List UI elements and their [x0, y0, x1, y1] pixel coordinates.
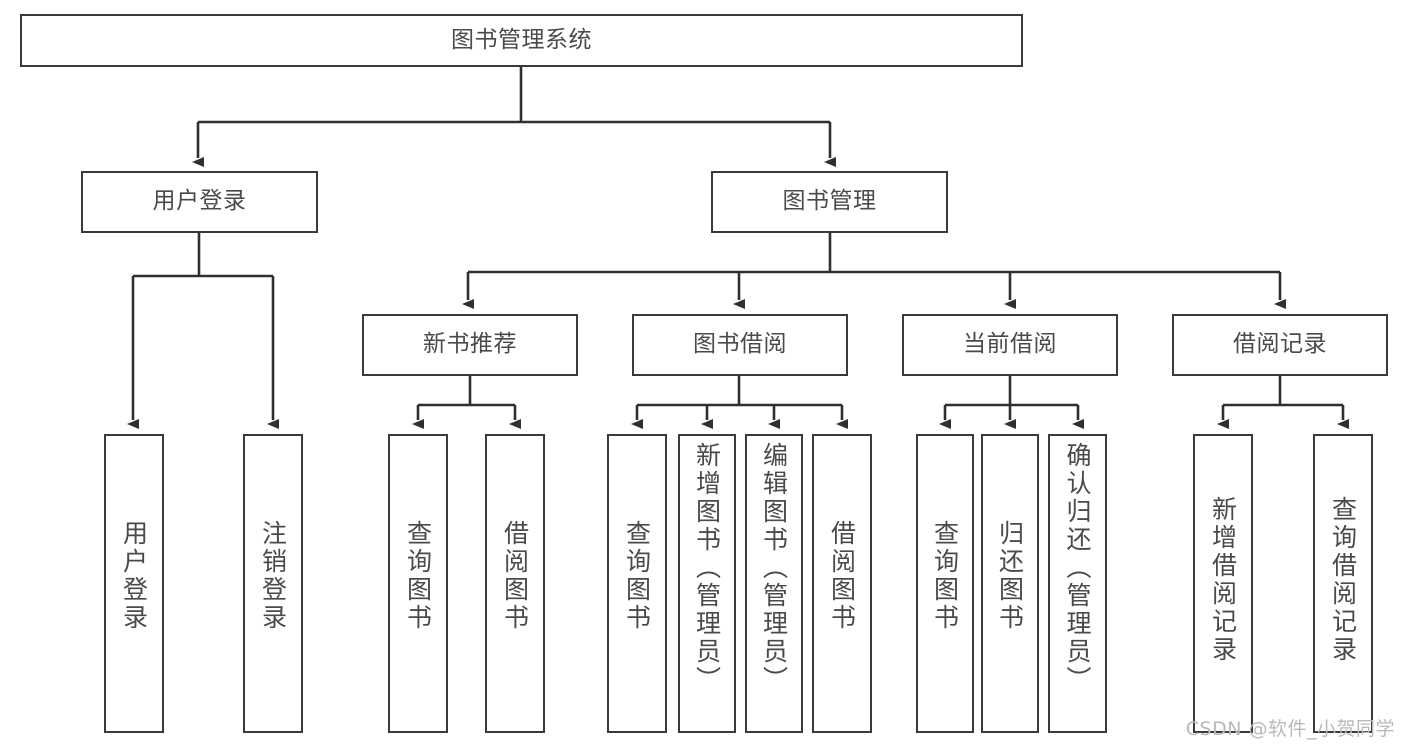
node-leaf-confirm-return-admin-label: 确认归还（管理员）: [1063, 442, 1092, 694]
node-root[interactable]: 图书管理系统: [20, 14, 1023, 67]
node-leaf-borrow-book[interactable]: 借阅图书: [812, 434, 872, 733]
node-leaf-user-login[interactable]: 用户登录: [104, 434, 164, 733]
node-borrow-record-label: 借阅记录: [1233, 331, 1327, 358]
node-leaf-logout[interactable]: 注销登录: [243, 434, 303, 733]
node-book-management[interactable]: 图书管理: [711, 171, 948, 233]
node-leaf-add-book-admin-label: 新增图书（管理员）: [692, 442, 722, 694]
node-new-book-recommend[interactable]: 新书推荐: [362, 314, 578, 376]
node-leaf-borrow-book-recommend[interactable]: 借阅图书: [485, 434, 545, 733]
node-leaf-confirm-return-admin[interactable]: 确认归还（管理员）: [1048, 434, 1107, 733]
node-leaf-logout-label: 注销登录: [258, 520, 288, 632]
node-leaf-borrow-book-recommend-label: 借阅图书: [500, 520, 530, 632]
node-borrow-record[interactable]: 借阅记录: [1172, 314, 1388, 376]
node-leaf-add-borrow-record[interactable]: 新增借阅记录: [1193, 434, 1253, 733]
node-leaf-edit-book-admin-label: 编辑图书（管理员）: [759, 442, 789, 694]
node-leaf-query-book-borrow-label: 查询图书: [622, 520, 652, 632]
node-user-login[interactable]: 用户登录: [81, 171, 318, 233]
node-leaf-add-borrow-record-label: 新增借阅记录: [1208, 496, 1238, 664]
node-leaf-query-book-borrow[interactable]: 查询图书: [607, 434, 667, 733]
node-book-management-label: 图书管理: [782, 188, 877, 215]
node-new-book-recommend-label: 新书推荐: [423, 331, 517, 358]
node-leaf-return-book[interactable]: 归还图书: [981, 434, 1039, 733]
node-leaf-add-book-admin[interactable]: 新增图书（管理员）: [678, 434, 736, 733]
node-current-borrow-label: 当前借阅: [963, 331, 1057, 358]
watermark: CSDN @软件_小贺同学: [1185, 718, 1395, 740]
node-leaf-query-book-recommend[interactable]: 查询图书: [388, 434, 448, 733]
node-root-label: 图书管理系统: [451, 26, 592, 53]
node-book-borrow[interactable]: 图书借阅: [632, 314, 848, 376]
node-leaf-query-borrow-record[interactable]: 查询借阅记录: [1313, 434, 1373, 733]
node-leaf-query-book-current-label: 查询图书: [930, 520, 960, 632]
node-book-borrow-label: 图书借阅: [693, 331, 787, 358]
node-user-login-label: 用户登录: [152, 188, 247, 215]
node-leaf-query-book-current[interactable]: 查询图书: [916, 434, 974, 733]
node-leaf-return-book-label: 归还图书: [995, 520, 1025, 632]
node-leaf-user-login-label: 用户登录: [119, 520, 149, 632]
node-leaf-query-book-recommend-label: 查询图书: [403, 520, 433, 632]
node-leaf-borrow-book-label: 借阅图书: [827, 520, 857, 632]
node-current-borrow[interactable]: 当前借阅: [902, 314, 1118, 376]
node-leaf-query-borrow-record-label: 查询借阅记录: [1328, 496, 1358, 664]
node-leaf-edit-book-admin[interactable]: 编辑图书（管理员）: [745, 434, 803, 733]
